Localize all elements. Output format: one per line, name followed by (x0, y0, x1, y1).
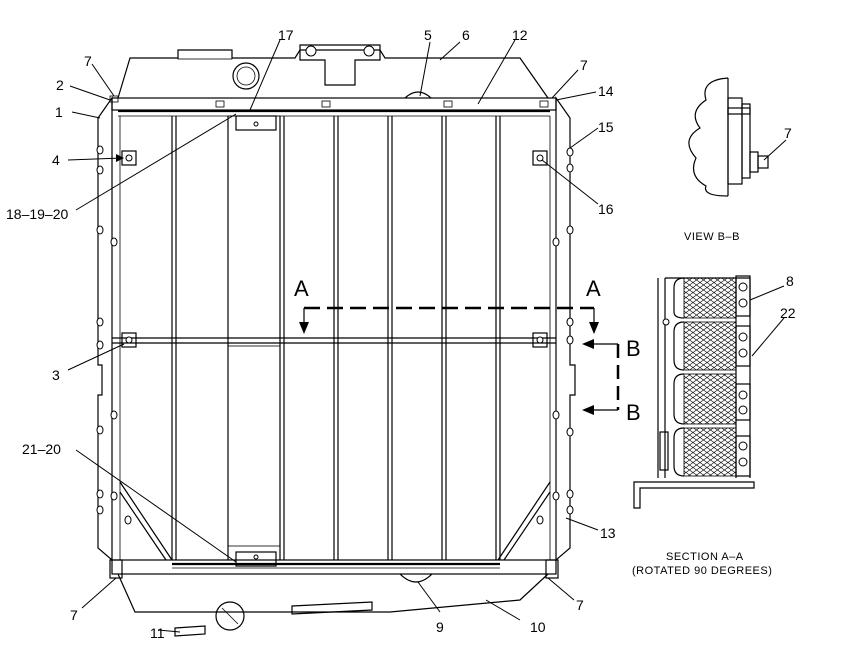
callout-leader-lines (67, 39, 787, 633)
callout-7-top-left: 7 (84, 53, 92, 69)
callout-4: 4 (52, 152, 60, 168)
callout-18-19-20: 18–19–20 (6, 206, 69, 222)
callout-12: 12 (512, 27, 528, 43)
callout-1: 1 (55, 104, 63, 120)
callout-7-view-bb: 7 (784, 125, 792, 141)
callout-7-top-right: 7 (580, 57, 588, 73)
bottom-tank (109, 115, 559, 583)
section-aa-detail (633, 275, 755, 509)
callout-6: 6 (462, 27, 470, 43)
callout-22: 22 (780, 305, 796, 321)
section-a-line (299, 306, 599, 334)
top-shroud (117, 44, 549, 99)
section-a-marker-right: A (586, 276, 601, 301)
frame-mounting-holes (96, 145, 574, 525)
section-b-marker-bottom: B (626, 400, 641, 425)
callout-7-bottom-left: 7 (70, 607, 78, 623)
callout-13: 13 (600, 525, 616, 541)
view-bb-detail (688, 77, 769, 197)
callout-8: 8 (786, 273, 794, 289)
callout-3: 3 (52, 367, 60, 383)
callout-15: 15 (598, 119, 614, 135)
callout-9: 9 (436, 619, 444, 635)
callout-21-20: 21–20 (22, 441, 61, 457)
callout-17: 17 (278, 27, 294, 43)
bottom-guard (117, 573, 549, 637)
callout-10: 10 (530, 619, 546, 635)
view-bb-caption: VIEW B–B (684, 231, 740, 243)
center-cross-brace (112, 332, 556, 348)
top-brackets (121, 150, 548, 166)
top-tank (109, 95, 557, 117)
section-aa-caption-note: (ROTATED 90 DEGREES) (632, 565, 772, 577)
frame-side-plates (97, 96, 576, 562)
callout-14: 14 (598, 83, 614, 99)
callout-11: 11 (150, 625, 165, 641)
section-a-marker-left: A (294, 276, 309, 301)
callout-2: 2 (56, 77, 64, 93)
section-aa-caption: SECTION A–A (666, 551, 744, 563)
section-b-line (582, 339, 620, 415)
callout-16: 16 (598, 201, 614, 217)
callout-7-bottom-right: 7 (576, 597, 584, 613)
callout-labels: 1 2 7 4 18–19–20 3 21–20 7 11 17 5 6 12 … (6, 27, 796, 641)
callout-5: 5 (424, 27, 432, 43)
lower-diagonal-braces (119, 481, 551, 561)
section-b-marker-top: B (626, 336, 641, 361)
